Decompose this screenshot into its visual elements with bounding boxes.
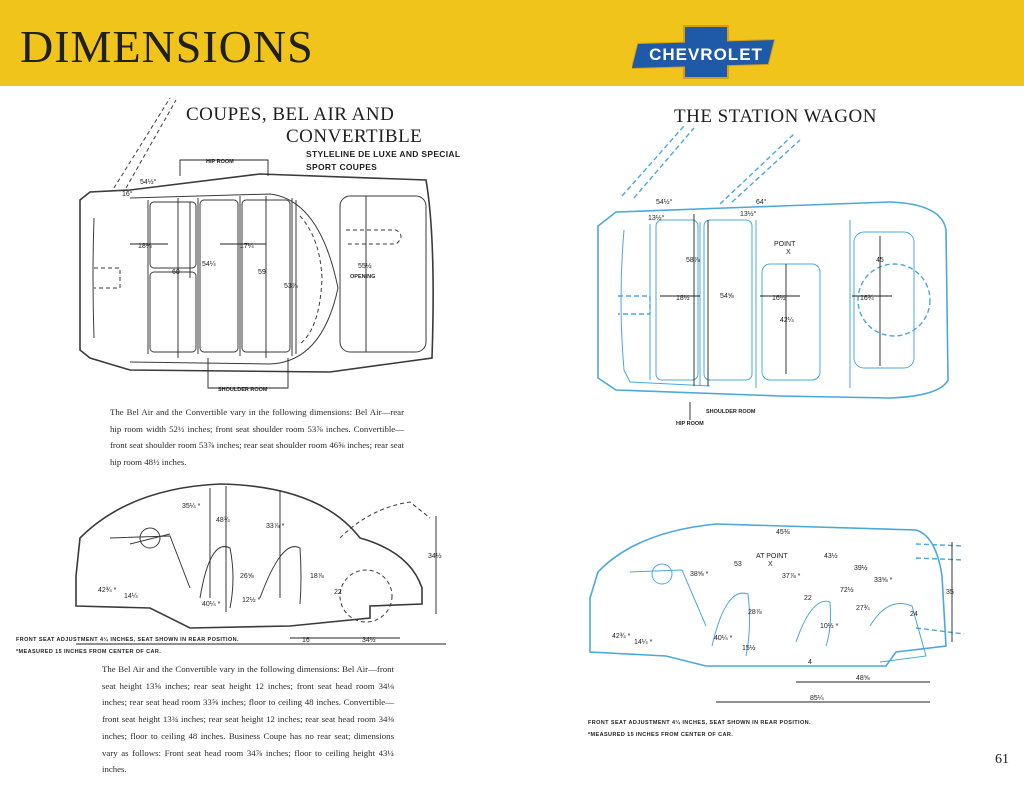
svg-text:15½: 15½ bbox=[742, 644, 756, 652]
svg-text:39½: 39½ bbox=[854, 564, 868, 572]
svg-text:53⅞: 53⅞ bbox=[284, 283, 298, 290]
coupes-caption-line1: FRONT SEAT ADJUSTMENT 4¼ INCHES, SEAT SH… bbox=[16, 637, 239, 643]
svg-text:X: X bbox=[786, 249, 791, 256]
coupes-subtitle-line2: SPORT COUPES bbox=[306, 162, 378, 172]
svg-text:35: 35 bbox=[946, 589, 954, 596]
wagon-caption-line2: *MEASURED 15 INCHES FROM CENTER OF CAR. bbox=[588, 732, 734, 738]
svg-text:72½: 72½ bbox=[840, 586, 854, 594]
svg-text:34½: 34½ bbox=[428, 552, 442, 560]
svg-text:16°: 16° bbox=[122, 190, 133, 198]
svg-text:40¼ *: 40¼ * bbox=[714, 635, 733, 642]
svg-text:54½°: 54½° bbox=[140, 178, 157, 186]
svg-text:53: 53 bbox=[734, 561, 742, 568]
svg-text:37⅞ *: 37⅞ * bbox=[782, 573, 801, 580]
svg-text:18⅛: 18⅛ bbox=[138, 243, 152, 250]
coupes-bottom-paragraph: The Bel Air and the Convertible vary in … bbox=[102, 664, 394, 775]
wagon-top-view-diagram: SHOULDER ROOM HIP ROOM 58⅞ 18½ 54⅝ 16½ 4… bbox=[597, 125, 949, 427]
svg-text:35¼ *: 35¼ * bbox=[182, 503, 201, 510]
coupes-caption-line2: *MEASURED 15 INCHES FROM CENTER OF CAR. bbox=[16, 649, 162, 655]
svg-text:16: 16 bbox=[302, 637, 310, 644]
svg-text:HIP ROOM: HIP ROOM bbox=[676, 421, 704, 427]
svg-text:42¾ *: 42¾ * bbox=[98, 587, 117, 594]
svg-text:OPENING: OPENING bbox=[350, 274, 375, 280]
svg-text:33⅝ *: 33⅝ * bbox=[874, 577, 893, 584]
page-number: 61 bbox=[995, 752, 1009, 767]
svg-text:55½: 55½ bbox=[358, 262, 372, 270]
svg-text:54⅝: 54⅝ bbox=[720, 293, 734, 300]
svg-text:58⅞: 58⅞ bbox=[686, 257, 700, 264]
svg-text:26⅝: 26⅝ bbox=[240, 573, 254, 580]
svg-text:13½°: 13½° bbox=[648, 214, 665, 222]
svg-text:64°: 64° bbox=[756, 198, 767, 206]
wagon-caption-line1: FRONT SEAT ADJUSTMENT 4¼ INCHES, SEAT SH… bbox=[588, 720, 811, 726]
svg-text:48¾: 48¾ bbox=[216, 517, 230, 524]
wagon-title: THE STATION WAGON bbox=[674, 106, 877, 127]
svg-text:HIP ROOM: HIP ROOM bbox=[206, 159, 234, 165]
svg-text:54½°: 54½° bbox=[656, 198, 673, 206]
svg-text:X: X bbox=[768, 561, 773, 568]
svg-text:AT POINT: AT POINT bbox=[756, 553, 788, 560]
svg-text:22: 22 bbox=[334, 589, 342, 596]
svg-text:28⅞: 28⅞ bbox=[748, 609, 762, 616]
svg-text:14¼: 14¼ bbox=[124, 593, 138, 600]
svg-text:45: 45 bbox=[876, 257, 884, 264]
svg-text:33⅞ *: 33⅞ * bbox=[266, 523, 285, 530]
svg-text:48⅝: 48⅝ bbox=[856, 675, 870, 682]
svg-text:43½: 43½ bbox=[824, 552, 838, 560]
coupes-title-line2: CONVERTIBLE bbox=[286, 126, 423, 147]
svg-text:24: 24 bbox=[910, 611, 918, 618]
svg-text:4: 4 bbox=[808, 659, 812, 666]
svg-text:10½ *: 10½ * bbox=[820, 622, 839, 630]
svg-text:CHEVROLET: CHEVROLET bbox=[649, 45, 763, 64]
svg-text:34½: 34½ bbox=[362, 636, 376, 644]
coupes-top-paragraph: The Bel Air and the Convertible vary in … bbox=[110, 407, 404, 468]
wagon-side-view-diagram: 85¼ 48⅝ 45⅜ AT POINT X 43½ 38⅝ * 53 37⅞ … bbox=[589, 523, 965, 703]
svg-text:60: 60 bbox=[172, 269, 180, 276]
svg-text:SHOULDER ROOM: SHOULDER ROOM bbox=[218, 387, 268, 393]
svg-text:14¼ *: 14¼ * bbox=[634, 639, 653, 646]
coupe-top-view-diagram: HIP ROOM SHOULDER ROOM 18⅛ 60 54¼ 17¼ 59… bbox=[79, 97, 434, 393]
svg-text:59: 59 bbox=[258, 269, 266, 276]
svg-text:12½ *: 12½ * bbox=[242, 596, 261, 604]
svg-text:18½: 18½ bbox=[676, 294, 690, 302]
svg-text:17¼: 17¼ bbox=[240, 243, 254, 250]
svg-text:16¾: 16¾ bbox=[860, 295, 874, 302]
svg-text:13½°: 13½° bbox=[740, 210, 757, 218]
header-band: DIMENSIONS CHEVROLET bbox=[0, 0, 1024, 86]
page-title: DIMENSIONS bbox=[20, 21, 314, 72]
coupes-title-line1: COUPES, BEL AIR AND bbox=[186, 104, 395, 125]
svg-text:42¼: 42¼ bbox=[780, 317, 794, 324]
svg-text:38⅝ *: 38⅝ * bbox=[690, 571, 709, 578]
svg-text:42¾ *: 42¾ * bbox=[612, 633, 631, 640]
svg-text:16½: 16½ bbox=[772, 294, 786, 302]
svg-text:SHOULDER ROOM: SHOULDER ROOM bbox=[706, 409, 756, 415]
svg-text:18⅞: 18⅞ bbox=[310, 573, 324, 580]
svg-text:22: 22 bbox=[804, 595, 812, 602]
svg-text:27¾: 27¾ bbox=[856, 605, 870, 612]
chevrolet-logo: CHEVROLET bbox=[632, 25, 776, 79]
svg-text:40¼ *: 40¼ * bbox=[202, 601, 221, 608]
svg-text:54¼: 54¼ bbox=[202, 261, 216, 268]
svg-text:POINT: POINT bbox=[774, 241, 796, 248]
coupes-subtitle-line1: STYLELINE DE LUXE AND SPECIAL bbox=[306, 149, 461, 159]
coupe-side-view-diagram: 35¼ * 48¾ 33⅞ * 42¾ * 14¼ 40¼ * 12½ * 26… bbox=[75, 483, 446, 645]
svg-text:85¼: 85¼ bbox=[810, 695, 824, 702]
svg-text:45⅜: 45⅜ bbox=[776, 529, 790, 536]
